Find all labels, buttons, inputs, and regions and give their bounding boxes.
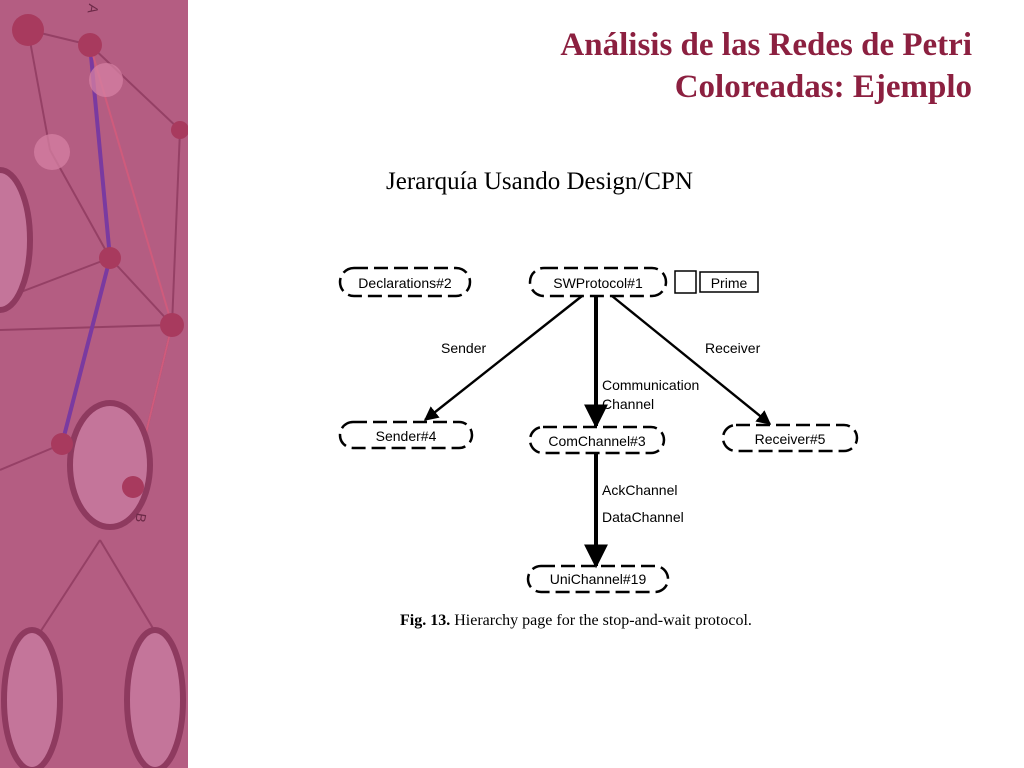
edge-swprotocol-sender xyxy=(423,295,583,421)
node-sender-label: Sender#4 xyxy=(376,428,437,444)
edge-label-data: DataChannel xyxy=(602,509,684,525)
node-unichannel-box xyxy=(526,564,670,594)
node-declarations-box xyxy=(338,266,472,298)
prime-label: Prime xyxy=(711,275,748,291)
sidebar-decoration: A B xyxy=(0,0,188,768)
prime-box xyxy=(699,271,759,293)
sidebar-letter-a: A xyxy=(84,3,101,16)
sidebar-letter-b: B xyxy=(132,512,149,524)
node-sender-box xyxy=(338,420,474,450)
figure-caption-label: Fig. 13. xyxy=(400,612,451,629)
slide-subtitle: Jerarquía Usando Design/CPN xyxy=(386,168,693,195)
slide-title: Análisis de las Redes de Petri Coloreada… xyxy=(560,24,972,108)
node-comchannel-box xyxy=(528,425,666,455)
edge-label-communication-line-2: Channel xyxy=(602,396,654,412)
edge-swprotocol-receiver xyxy=(611,295,772,425)
node-swprotocol-label: SWProtocol#1 xyxy=(553,275,643,291)
node-receiver-label: Receiver#5 xyxy=(755,431,826,447)
node-receiver-box xyxy=(721,423,859,453)
node-swprotocol-box xyxy=(528,266,668,298)
hierarchy-diagram: Declarations#2 SWProtocol#1 Prime Sender… xyxy=(338,266,859,594)
figure-caption-text: Hierarchy page for the stop-and-wait pro… xyxy=(450,612,752,629)
edge-label-receiver: Receiver xyxy=(705,340,761,356)
prime-marker-box xyxy=(674,270,697,294)
slide-title-line-1: Análisis de las Redes de Petri xyxy=(560,27,972,63)
edge-label-ack: AckChannel xyxy=(602,482,678,498)
slide-title-line-2: Coloreadas: Ejemplo xyxy=(674,69,972,105)
edge-label-communication-line-1: Communication xyxy=(602,377,699,393)
node-unichannel-label: UniChannel#19 xyxy=(550,571,647,587)
figure-caption: Fig. 13. Hierarchy page for the stop-and… xyxy=(400,612,752,630)
node-comchannel-label: ComChannel#3 xyxy=(548,433,645,449)
node-declarations-label: Declarations#2 xyxy=(358,275,452,291)
edge-label-sender: Sender xyxy=(441,340,486,356)
